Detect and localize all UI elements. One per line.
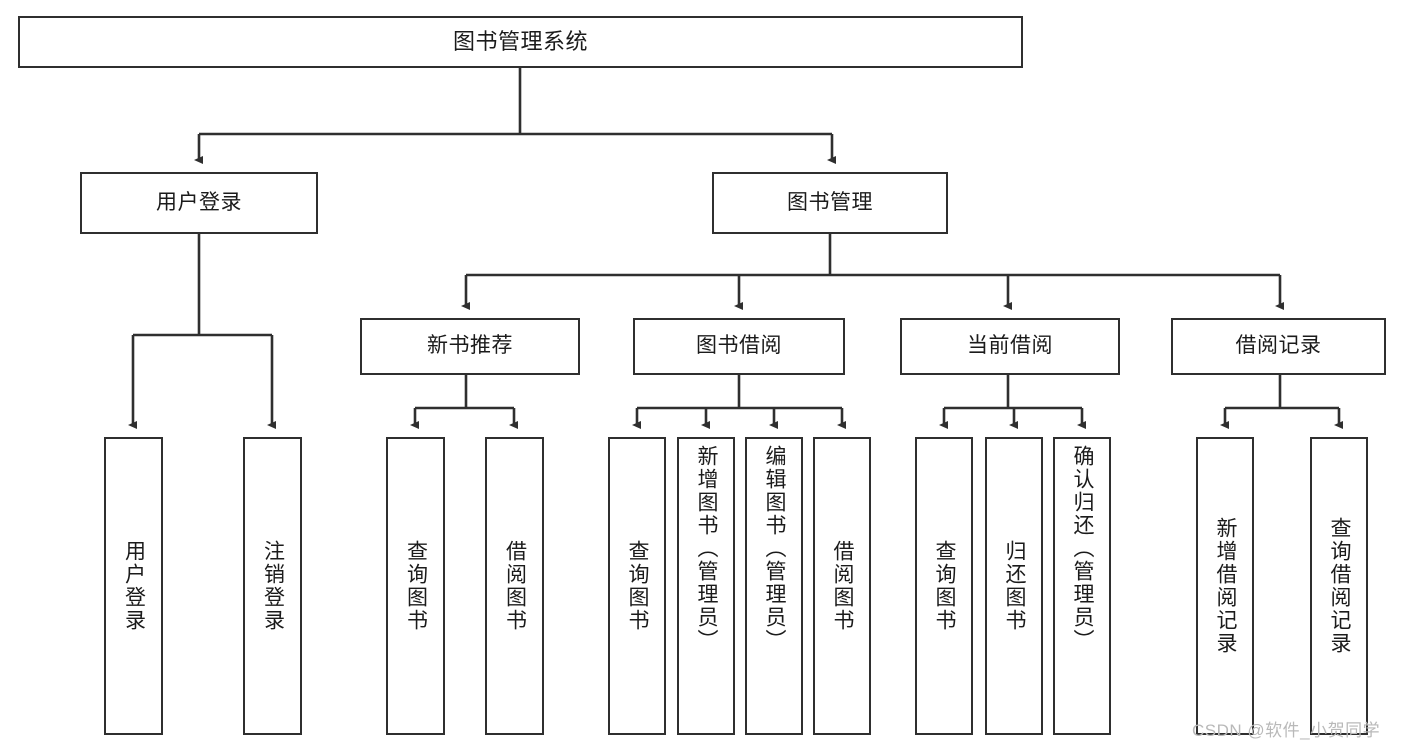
node-leaf-return-book[interactable]: 归还图书 <box>985 437 1043 735</box>
node-user-login[interactable]: 用户登录 <box>80 172 318 234</box>
node-current-borrow[interactable]: 当前借阅 <box>900 318 1120 375</box>
node-leaf-edit-book[interactable]: 编辑图书（管理员） <box>745 437 803 735</box>
node-leaf-query-book-rec[interactable]: 查询图书 <box>386 437 445 735</box>
node-leaf-logout-label: 注销登录 <box>261 540 285 632</box>
node-leaf-add-book[interactable]: 新增图书（管理员） <box>677 437 735 735</box>
node-leaf-logout[interactable]: 注销登录 <box>243 437 302 735</box>
node-book-manage[interactable]: 图书管理 <box>712 172 948 234</box>
node-leaf-confirm-return[interactable]: 确认归还（管理员） <box>1053 437 1111 735</box>
node-leaf-borrow-book[interactable]: 借阅图书 <box>813 437 871 735</box>
node-borrow-record-label: 借阅记录 <box>1235 334 1322 358</box>
node-leaf-query-book-borrow-label: 查询图书 <box>626 540 650 632</box>
node-new-book-rec[interactable]: 新书推荐 <box>360 318 580 375</box>
node-leaf-user-login[interactable]: 用户登录 <box>104 437 163 735</box>
node-leaf-add-record-label: 新增借阅记录 <box>1214 517 1238 655</box>
node-leaf-query-book-cur-label: 查询图书 <box>933 540 957 632</box>
node-leaf-add-record[interactable]: 新增借阅记录 <box>1196 437 1254 735</box>
node-leaf-add-book-label: 新增图书（管理员） <box>695 445 719 652</box>
node-leaf-borrow-book-rec[interactable]: 借阅图书 <box>485 437 544 735</box>
node-leaf-query-book-cur[interactable]: 查询图书 <box>915 437 973 735</box>
node-leaf-query-record-label: 查询借阅记录 <box>1328 517 1352 655</box>
node-leaf-user-login-label: 用户登录 <box>122 540 146 632</box>
node-book-borrow-label: 图书借阅 <box>696 334 782 358</box>
node-leaf-borrow-book-label: 借阅图书 <box>831 540 855 632</box>
node-leaf-return-book-label: 归还图书 <box>1003 540 1027 632</box>
csdn-watermark: CSDN @软件_小贺同学 <box>1192 721 1381 740</box>
node-current-borrow-label: 当前借阅 <box>967 334 1053 358</box>
node-user-login-label: 用户登录 <box>156 190 242 214</box>
node-book-manage-label: 图书管理 <box>787 190 873 214</box>
node-leaf-edit-book-label: 编辑图书（管理员） <box>763 445 787 652</box>
node-borrow-record[interactable]: 借阅记录 <box>1171 318 1386 375</box>
node-leaf-query-book-rec-label: 查询图书 <box>404 540 428 632</box>
node-leaf-borrow-book-rec-label: 借阅图书 <box>503 540 527 632</box>
node-root-label: 图书管理系统 <box>452 29 588 55</box>
node-new-book-rec-label: 新书推荐 <box>427 334 513 358</box>
node-leaf-query-record[interactable]: 查询借阅记录 <box>1310 437 1368 735</box>
node-book-borrow[interactable]: 图书借阅 <box>633 318 845 375</box>
node-root[interactable]: 图书管理系统 <box>18 16 1023 68</box>
node-leaf-confirm-return-label: 确认归还（管理员） <box>1071 445 1095 652</box>
node-leaf-query-book-borrow[interactable]: 查询图书 <box>608 437 666 735</box>
